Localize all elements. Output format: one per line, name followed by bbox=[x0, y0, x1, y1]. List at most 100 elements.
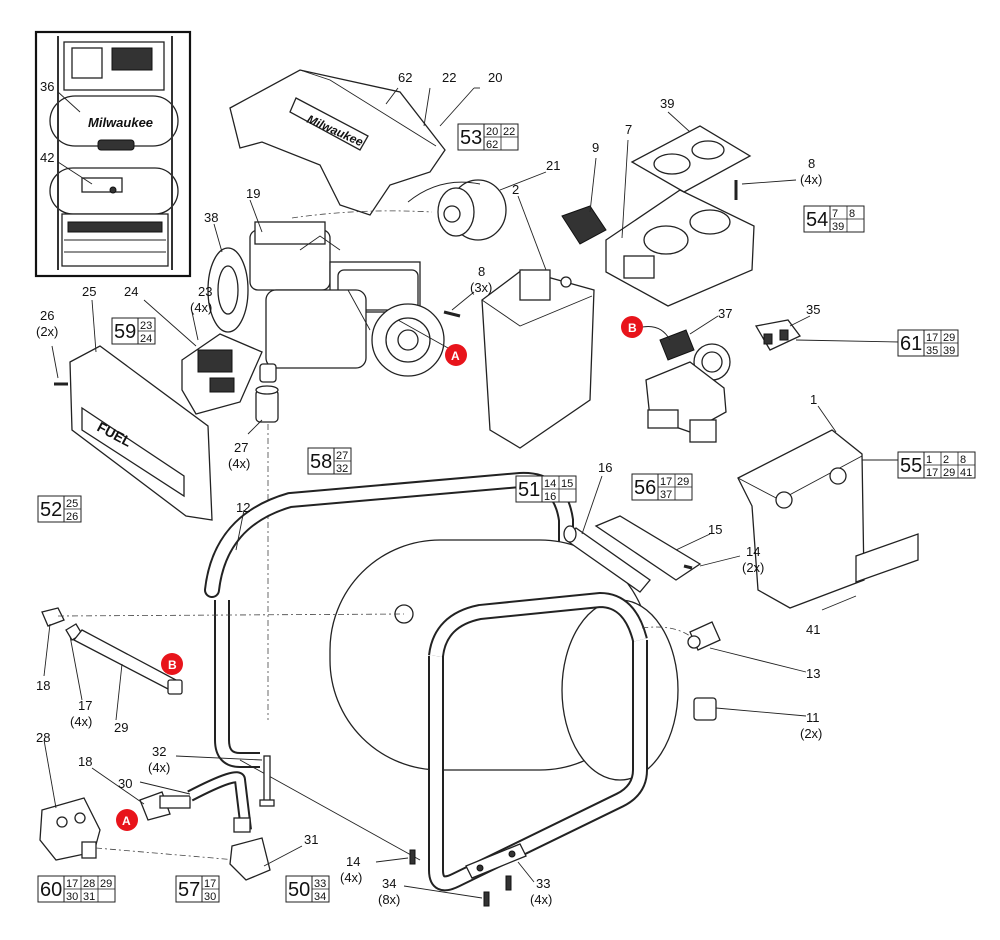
kit-cell: 31 bbox=[83, 891, 95, 903]
elbow-fitting bbox=[139, 791, 191, 821]
part-qty: (4x) bbox=[70, 714, 92, 729]
part-label: 25 bbox=[82, 284, 96, 299]
pump-assembly bbox=[207, 221, 445, 377]
kit-cell: 24 bbox=[140, 333, 152, 345]
kit-cell: 39 bbox=[832, 221, 844, 233]
kit-cell: 16 bbox=[544, 491, 556, 503]
part-label: 41 bbox=[806, 622, 820, 637]
connector-B-hose: B bbox=[161, 653, 183, 675]
svg-text:B: B bbox=[168, 658, 177, 672]
part-label: 2 bbox=[512, 182, 519, 197]
kit-cell: 25 bbox=[66, 498, 78, 510]
part-label: 13 bbox=[806, 666, 820, 681]
inset-label-42: 42 bbox=[40, 150, 54, 165]
part-label: 8 bbox=[478, 264, 485, 279]
kit-number: 53 bbox=[460, 127, 482, 149]
kit-number: 52 bbox=[40, 499, 62, 521]
part-label: 1 bbox=[810, 392, 817, 407]
control-board bbox=[181, 333, 263, 415]
kit-cell: 30 bbox=[66, 891, 78, 903]
solenoid-valve bbox=[39, 797, 101, 861]
part-label: 26 bbox=[40, 308, 54, 323]
part-label: 17 bbox=[78, 698, 92, 713]
part-label: 20 bbox=[488, 70, 502, 85]
part-label: 39 bbox=[660, 96, 674, 111]
kit-number: 55 bbox=[900, 455, 922, 477]
kit-cell: 15 bbox=[561, 478, 573, 490]
kit-cell: 35 bbox=[926, 345, 938, 357]
part-qty: (3x) bbox=[470, 280, 492, 295]
kit-cell: 17 bbox=[660, 476, 672, 488]
rubber-foot bbox=[693, 697, 717, 721]
part-label: 14 bbox=[746, 544, 760, 559]
mounting-bolt bbox=[259, 755, 275, 807]
board-shield: FUEL bbox=[69, 345, 213, 521]
kit-cell: 37 bbox=[660, 489, 672, 501]
kit-cell: 30 bbox=[204, 891, 216, 903]
svg-text:B: B bbox=[628, 321, 637, 335]
kit-cell: 8 bbox=[849, 208, 855, 220]
outlet-hose bbox=[41, 607, 405, 695]
power-switch bbox=[561, 205, 607, 245]
connector-A-pump: A bbox=[397, 319, 467, 366]
part-label: 35 bbox=[806, 302, 820, 317]
part-label: 33 bbox=[536, 876, 550, 891]
part-label: 9 bbox=[592, 140, 599, 155]
kit-cell: 62 bbox=[486, 139, 498, 151]
top-shroud: Milwaukee bbox=[229, 69, 446, 216]
connector-A-elbow: A bbox=[116, 809, 138, 831]
kit-number: 61 bbox=[900, 333, 922, 355]
part-label: 18 bbox=[36, 678, 50, 693]
kit-cell: 32 bbox=[336, 463, 348, 475]
kit-number: 54 bbox=[806, 209, 828, 231]
kit-cell: 29 bbox=[943, 467, 955, 479]
part-label: 27 bbox=[234, 440, 248, 455]
svg-text:A: A bbox=[122, 814, 131, 828]
part-label: 18 bbox=[78, 754, 92, 769]
kit-number: 57 bbox=[178, 879, 200, 901]
kit-cell: 27 bbox=[336, 450, 348, 462]
assembled-inset: Milwaukee 36 42 bbox=[34, 30, 192, 278]
part-qty: (4x) bbox=[148, 760, 170, 775]
kit-cell: 29 bbox=[943, 332, 955, 344]
check-valve bbox=[687, 621, 721, 651]
kit-number: 51 bbox=[518, 479, 540, 501]
kit-cell: 29 bbox=[100, 878, 112, 890]
kit-cell: 39 bbox=[943, 345, 955, 357]
kit-cell: 17 bbox=[926, 467, 938, 479]
kit-cell: 41 bbox=[960, 467, 972, 479]
kit-cell: 14 bbox=[544, 478, 556, 490]
part-label: 7 bbox=[625, 122, 632, 137]
part-label: 21 bbox=[546, 158, 560, 173]
part-label: 11 bbox=[806, 710, 820, 725]
kit-cell: 17 bbox=[204, 878, 216, 890]
part-qty: (4x) bbox=[800, 172, 822, 187]
part-label: 16 bbox=[598, 460, 612, 475]
kit-cell: 17 bbox=[926, 332, 938, 344]
part-labels: 62 22 20 21 19 38 2 9 7 39 8 (4x) 8 (3x)… bbox=[36, 70, 822, 907]
kit-cell: 28 bbox=[83, 878, 95, 890]
valve-bracket bbox=[754, 319, 802, 351]
kit-cell: 8 bbox=[960, 454, 966, 466]
part-label: 8 bbox=[808, 156, 815, 171]
kit-cell: 17 bbox=[66, 878, 78, 890]
base-rail bbox=[465, 843, 527, 879]
part-label: 22 bbox=[442, 70, 456, 85]
vibration-isolators bbox=[255, 363, 279, 423]
part-label: 34 bbox=[382, 876, 396, 891]
part-label: 28 bbox=[36, 730, 50, 745]
part-label: 24 bbox=[124, 284, 138, 299]
kit-number: 58 bbox=[310, 451, 332, 473]
kit-cell: 1 bbox=[926, 454, 932, 466]
inset-decal-text: Milwaukee bbox=[88, 115, 153, 130]
part-label: 29 bbox=[114, 720, 128, 735]
part-qty: (4x) bbox=[340, 870, 362, 885]
